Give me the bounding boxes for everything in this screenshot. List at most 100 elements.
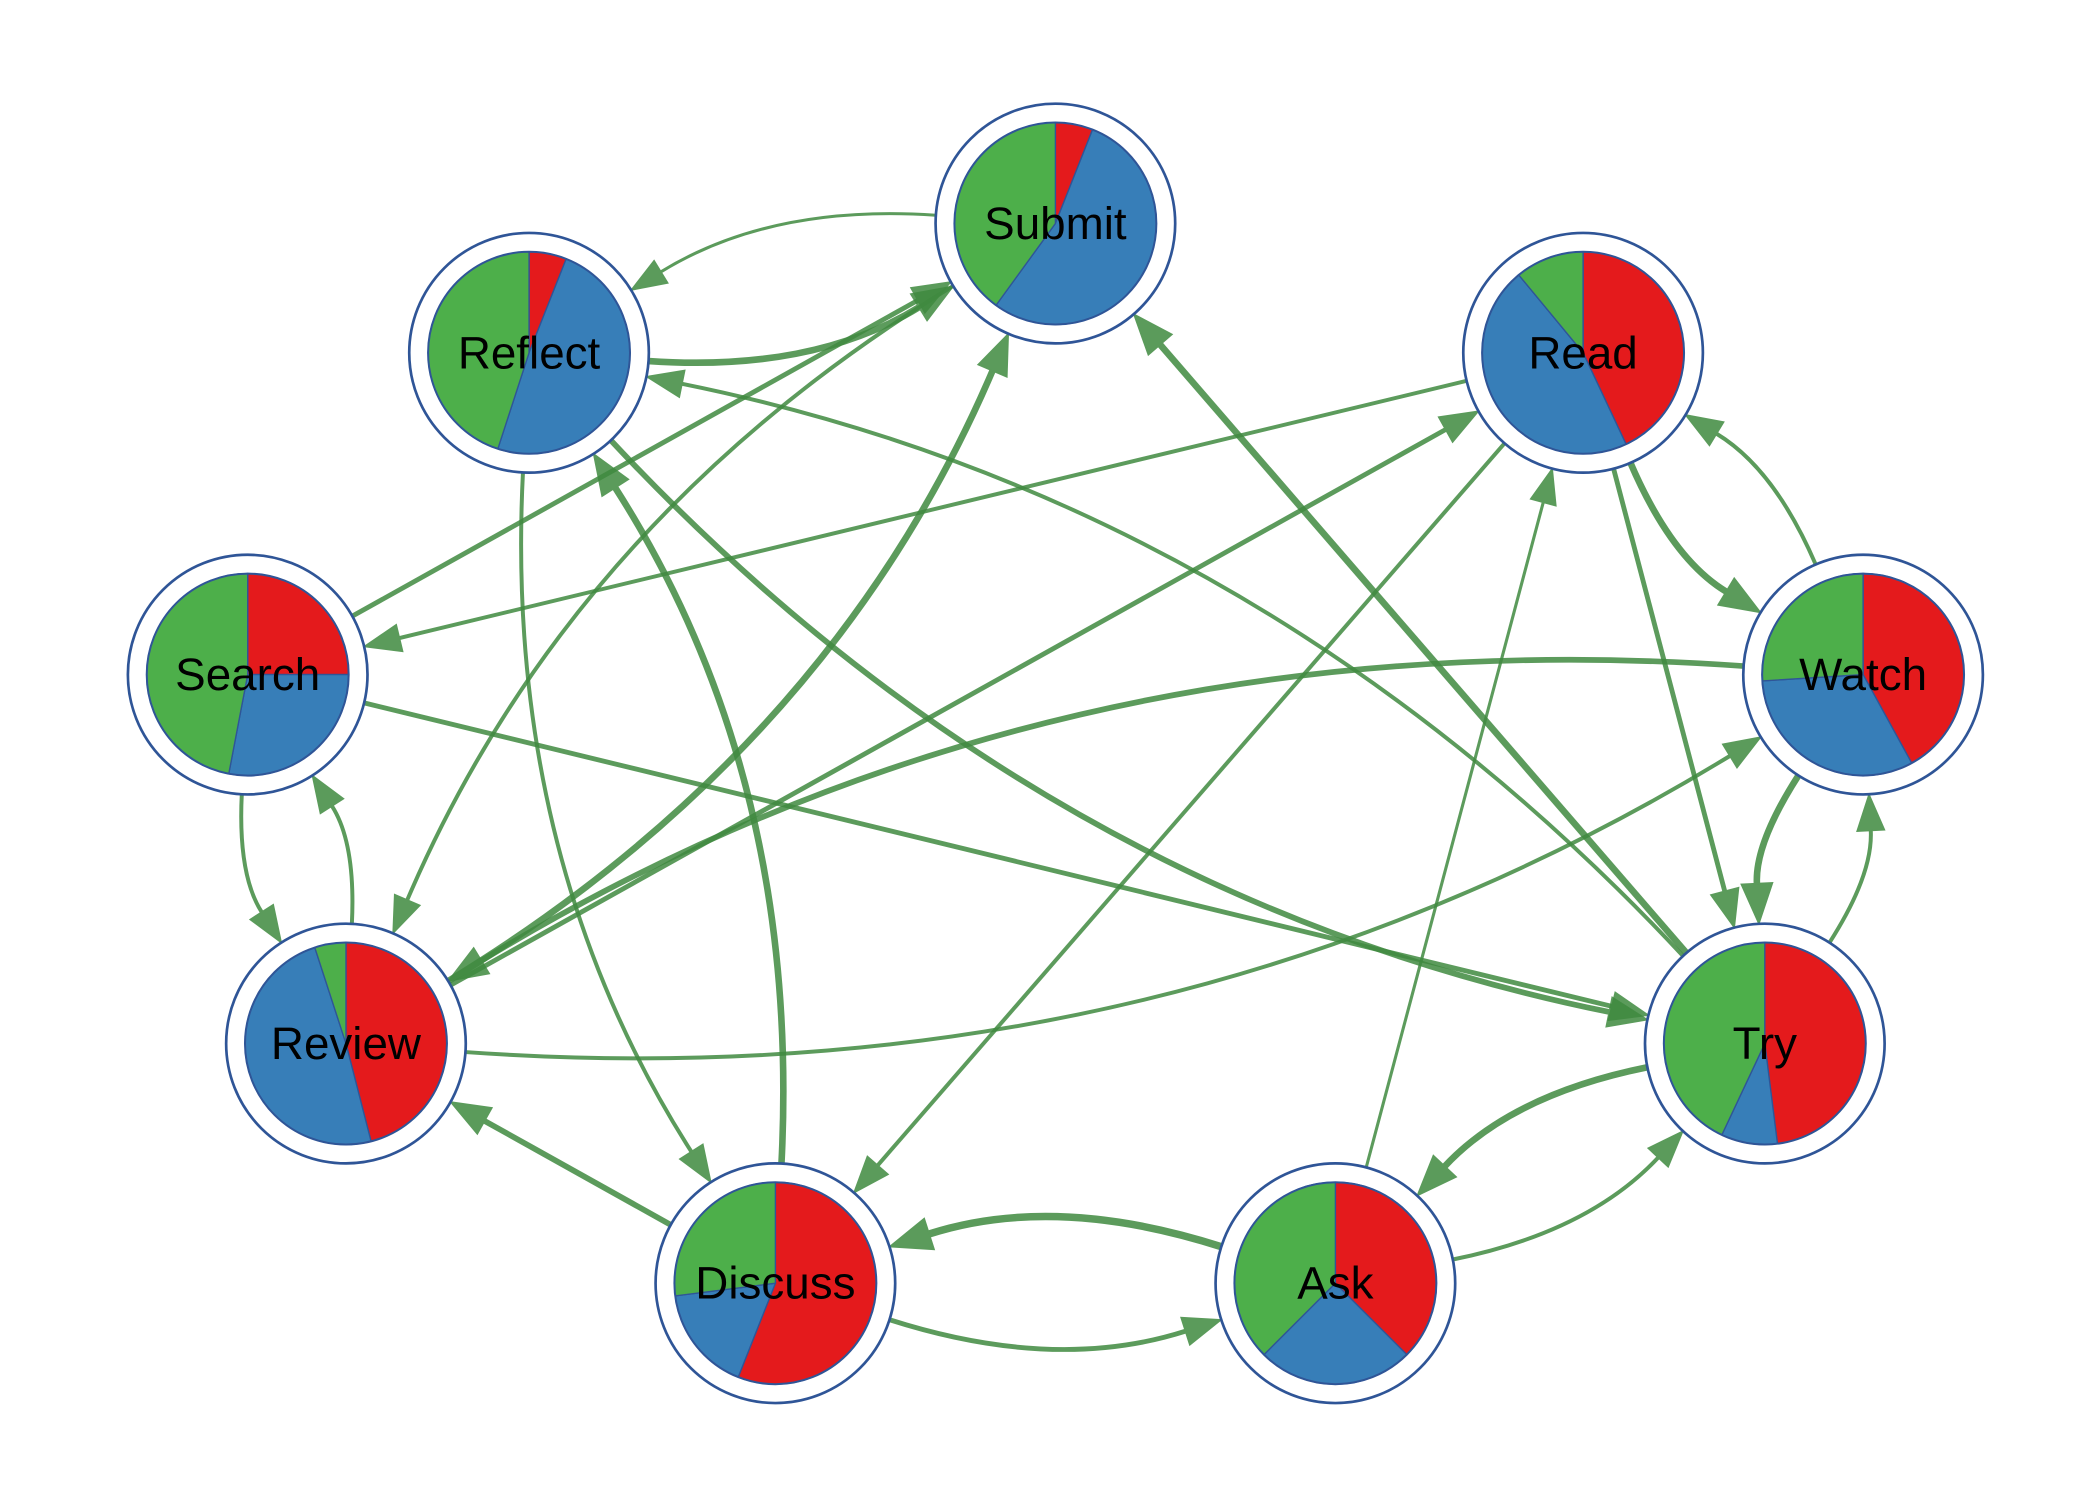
edge-watch-to-read [1683,413,1818,566]
edge-try-to-ask [1415,1064,1649,1198]
edge-line [465,754,1731,1061]
pie-outline [673,1181,878,1386]
pie-outline [145,572,350,777]
edge-line [399,378,1468,640]
node-label: Review [271,1018,422,1069]
edge-line [405,284,955,901]
node-label: Try [1733,1018,1797,1069]
pie-outline [1761,572,1966,777]
edge-line [330,805,355,924]
arrowhead-icon [852,1155,890,1195]
edge-reflect-to-discuss [519,472,712,1184]
edge-ask-to-try [1452,1129,1685,1262]
edge-line [519,472,693,1153]
edge-reflect-to-submit [648,285,955,366]
edge-search-to-review [239,794,283,945]
arrowhead-icon [1132,312,1174,357]
pie-outline [1481,250,1686,455]
edge-reflect-to-try [608,438,1650,1028]
edge-line [449,427,1447,988]
arrowhead-icon [1683,413,1725,447]
arrowhead-icon [629,259,669,292]
node-read[interactable]: Read [1461,231,1705,474]
node-label: Discuss [695,1258,855,1309]
edge-line [1452,1156,1660,1262]
arrowhead-icon [1180,1316,1224,1347]
edges-layer [239,212,1886,1352]
arrowhead-icon [1605,996,1650,1028]
node-search[interactable]: Search [126,553,369,796]
arrowhead-icon [1709,886,1740,930]
edge-line [1364,502,1545,1168]
arrowhead-icon [392,893,422,936]
arrowhead-icon [362,623,404,653]
node-watch[interactable]: Watch [1741,553,1985,796]
edge-read-to-try [1611,468,1740,930]
node-review[interactable]: Review [224,922,468,1165]
node-label: Read [1528,327,1637,378]
arrowhead-icon [311,773,345,815]
edge-try-to-watch [1827,792,1886,944]
node-try[interactable]: Try [1643,922,1886,1165]
edge-review-to-watch [465,736,1763,1061]
node-submit[interactable]: Submit [934,102,1177,345]
edge-line [363,700,1613,1009]
pie-outline [427,250,632,455]
edge-watch-to-try [1740,773,1802,926]
arrowhead-icon [1856,792,1886,833]
edge-try-to-submit [1132,312,1689,956]
arrowhead-icon [446,946,491,983]
edge-discuss-to-ask [888,1316,1224,1352]
arrowhead-icon [1415,1154,1458,1198]
edge-line [351,298,920,619]
arrowhead-icon [1437,410,1481,444]
edge-line [480,656,1744,964]
arrowhead-icon [1646,1129,1685,1169]
edge-review-to-submit [446,332,1010,984]
pie-outline [243,941,448,1146]
edge-ask-to-discuss [887,1212,1223,1251]
arrowhead-icon [678,1143,712,1184]
edge-line [681,381,1685,958]
arrowhead-icon [1721,736,1763,769]
arrowhead-icon [976,332,1010,379]
node-label: Watch [1799,649,1927,700]
edge-discuss-to-reflect [592,452,787,1164]
arrowhead-icon [1529,466,1557,507]
edge-read-to-search [362,378,1468,653]
edge-line [446,369,996,984]
edge-submit-to-review [392,284,955,936]
node-label: Submit [984,198,1127,249]
arrowhead-icon [644,369,686,399]
arrowhead-icon [448,1101,494,1136]
edge-try-to-reflect [644,369,1685,958]
edge-line [1157,342,1689,956]
arrowhead-icon [592,452,630,498]
edge-read-to-watch [1627,461,1763,614]
edge-watch-to-review [446,656,1744,983]
edge-line [1611,468,1728,892]
node-label: Reflect [458,327,601,378]
edge-discuss-to-review [448,1101,673,1228]
pie-outline [953,121,1158,326]
edge-line [928,1212,1223,1251]
arrowhead-icon [1716,576,1763,614]
edge-line [1627,461,1728,595]
edge-line [239,794,264,914]
node-reflect[interactable]: Reflect [407,231,651,474]
node-ask[interactable]: Ask [1214,1162,1457,1405]
edge-read-to-discuss [852,441,1507,1195]
edge-line [876,441,1507,1167]
edge-line [1715,432,1818,566]
edge-line [888,1317,1187,1352]
arrowhead-icon [248,903,283,945]
edge-line [608,438,1610,1015]
arrowhead-icon [1740,882,1774,926]
pie-outline [1233,1181,1438,1386]
edge-line [483,1118,673,1228]
node-label: Ask [1297,1258,1373,1309]
node-discuss[interactable]: Discuss [654,1162,897,1405]
node-label: Search [175,649,320,700]
edge-submit-to-reflect [629,212,936,292]
